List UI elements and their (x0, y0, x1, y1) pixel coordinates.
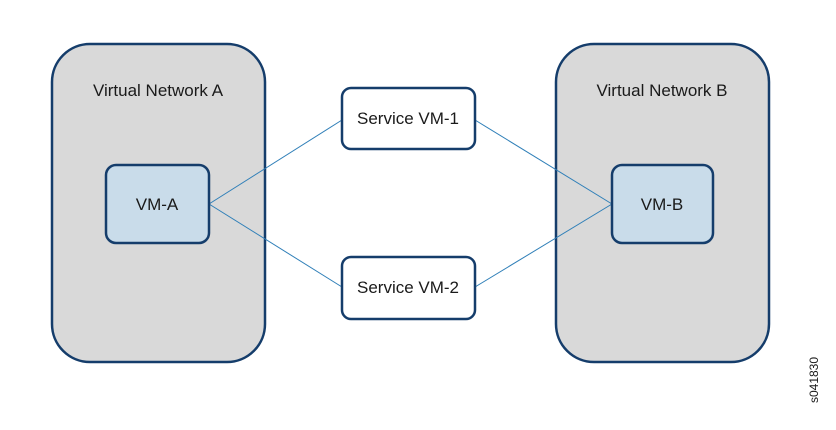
vm-a-node (104, 163, 211, 245)
link-vm-a-service-vm-2 (208, 203, 343, 288)
link-service-vm-2-vm-b (474, 203, 613, 288)
virtual-network-a-title: Virtual Network A (93, 81, 224, 100)
figure-id-label: s041830 (807, 357, 821, 403)
vm-b-node (610, 163, 715, 245)
service-vm-1-label: Service VM-1 (357, 109, 459, 128)
vm-a-label: VM-A (136, 195, 179, 214)
service-vm-2-node (340, 255, 477, 321)
link-vm-a-service-vm-1 (208, 119, 343, 205)
link-service-vm-1-vm-b (474, 119, 613, 205)
virtual-network-b-title: Virtual Network B (596, 81, 727, 100)
service-vm-1-node (340, 86, 477, 151)
service-vm-2-label: Service VM-2 (357, 278, 459, 297)
vm-b-label: VM-B (641, 195, 684, 214)
